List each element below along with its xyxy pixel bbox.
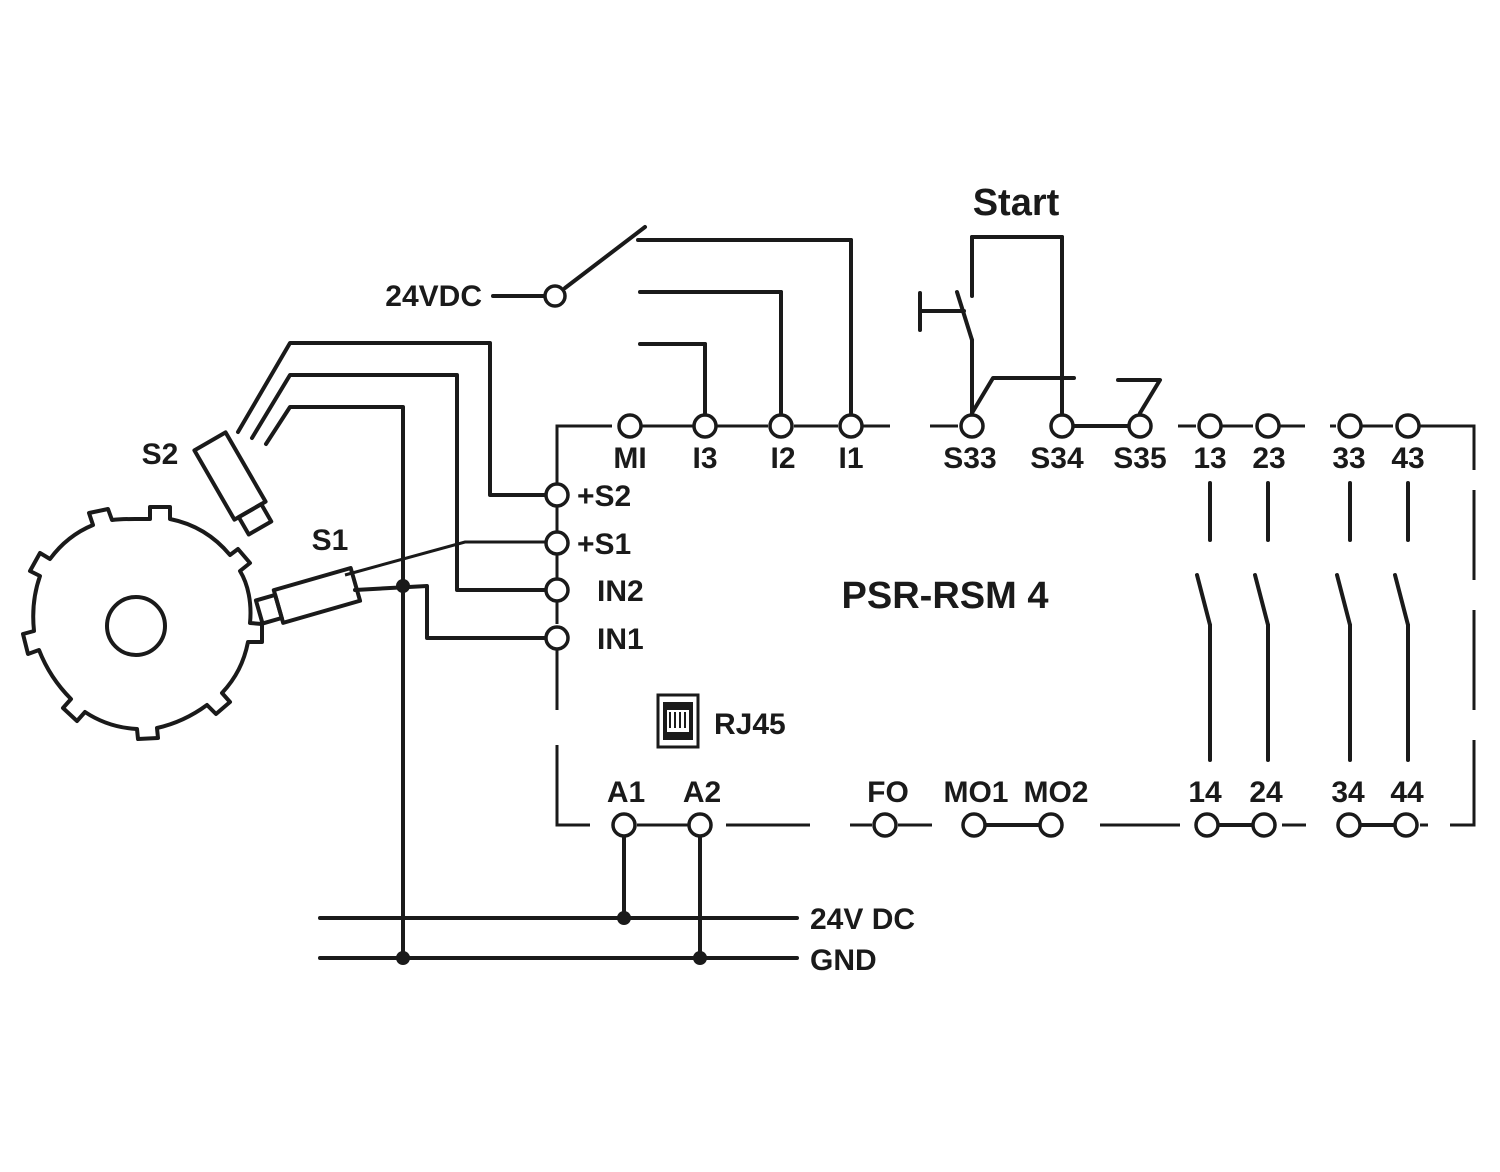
relay-contact-icon (1195, 481, 1410, 762)
sensor-s1-label: S1 (312, 524, 349, 557)
power-rails (318, 579, 799, 965)
terminal-label: +S1 (577, 528, 631, 561)
start-pushbutton-icon (918, 235, 1162, 428)
terminal-label: IN1 (597, 623, 644, 656)
terminal-label: 24 (1249, 776, 1283, 809)
rj45-label: RJ45 (714, 708, 786, 741)
terminal-label: I3 (692, 442, 717, 475)
terminal-label: 43 (1391, 442, 1424, 475)
terminal-label: 13 (1193, 442, 1226, 475)
terminal-label: 34 (1331, 776, 1365, 809)
proximity-sensor-icon (192, 430, 363, 626)
supply-input-label: 24VDC (385, 280, 482, 313)
top-terminals (617, 413, 1421, 439)
left-terminals (544, 482, 570, 651)
sensor-wheel-icon (21, 505, 264, 741)
rj45-port-icon (656, 693, 700, 749)
selector-switch-icon (491, 225, 853, 415)
sensor-s2-label: S2 (142, 438, 179, 471)
terminal-label: S33 (943, 442, 996, 475)
terminal-label: 44 (1390, 776, 1424, 809)
terminal-label: +S2 (577, 480, 631, 513)
start-label: Start (973, 182, 1060, 224)
terminal-label: IN2 (597, 575, 644, 608)
bottom-terminal-labels: A1 A2 FO MO1 MO2 14 24 34 44 (607, 776, 1424, 809)
terminal-label: 14 (1188, 776, 1222, 809)
terminal-label: A2 (683, 776, 721, 809)
terminal-label: S35 (1113, 442, 1166, 475)
sensor-wiring (236, 341, 547, 960)
terminal-label: MO1 (943, 776, 1008, 809)
terminal-label: A1 (607, 776, 645, 809)
left-terminal-labels: +S2 +S1 IN2 IN1 (577, 480, 644, 656)
module-outline (555, 424, 1476, 827)
terminal-label: FO (867, 776, 909, 809)
rail-ground-label: GND (810, 944, 877, 977)
terminal-label: 23 (1252, 442, 1285, 475)
terminal-label: I2 (770, 442, 795, 475)
terminal-label: I1 (838, 442, 863, 475)
terminal-label: S34 (1030, 442, 1084, 475)
terminal-label: 33 (1332, 442, 1365, 475)
module-name: PSR-RSM 4 (842, 575, 1049, 617)
bottom-terminals (611, 812, 1419, 838)
top-terminal-labels: MI I3 I2 I1 S33 S34 S35 13 23 33 43 (613, 442, 1424, 475)
rail-supply-label: 24V DC (810, 903, 915, 936)
terminal-label: MO2 (1023, 776, 1088, 809)
terminal-label: MI (613, 442, 646, 475)
